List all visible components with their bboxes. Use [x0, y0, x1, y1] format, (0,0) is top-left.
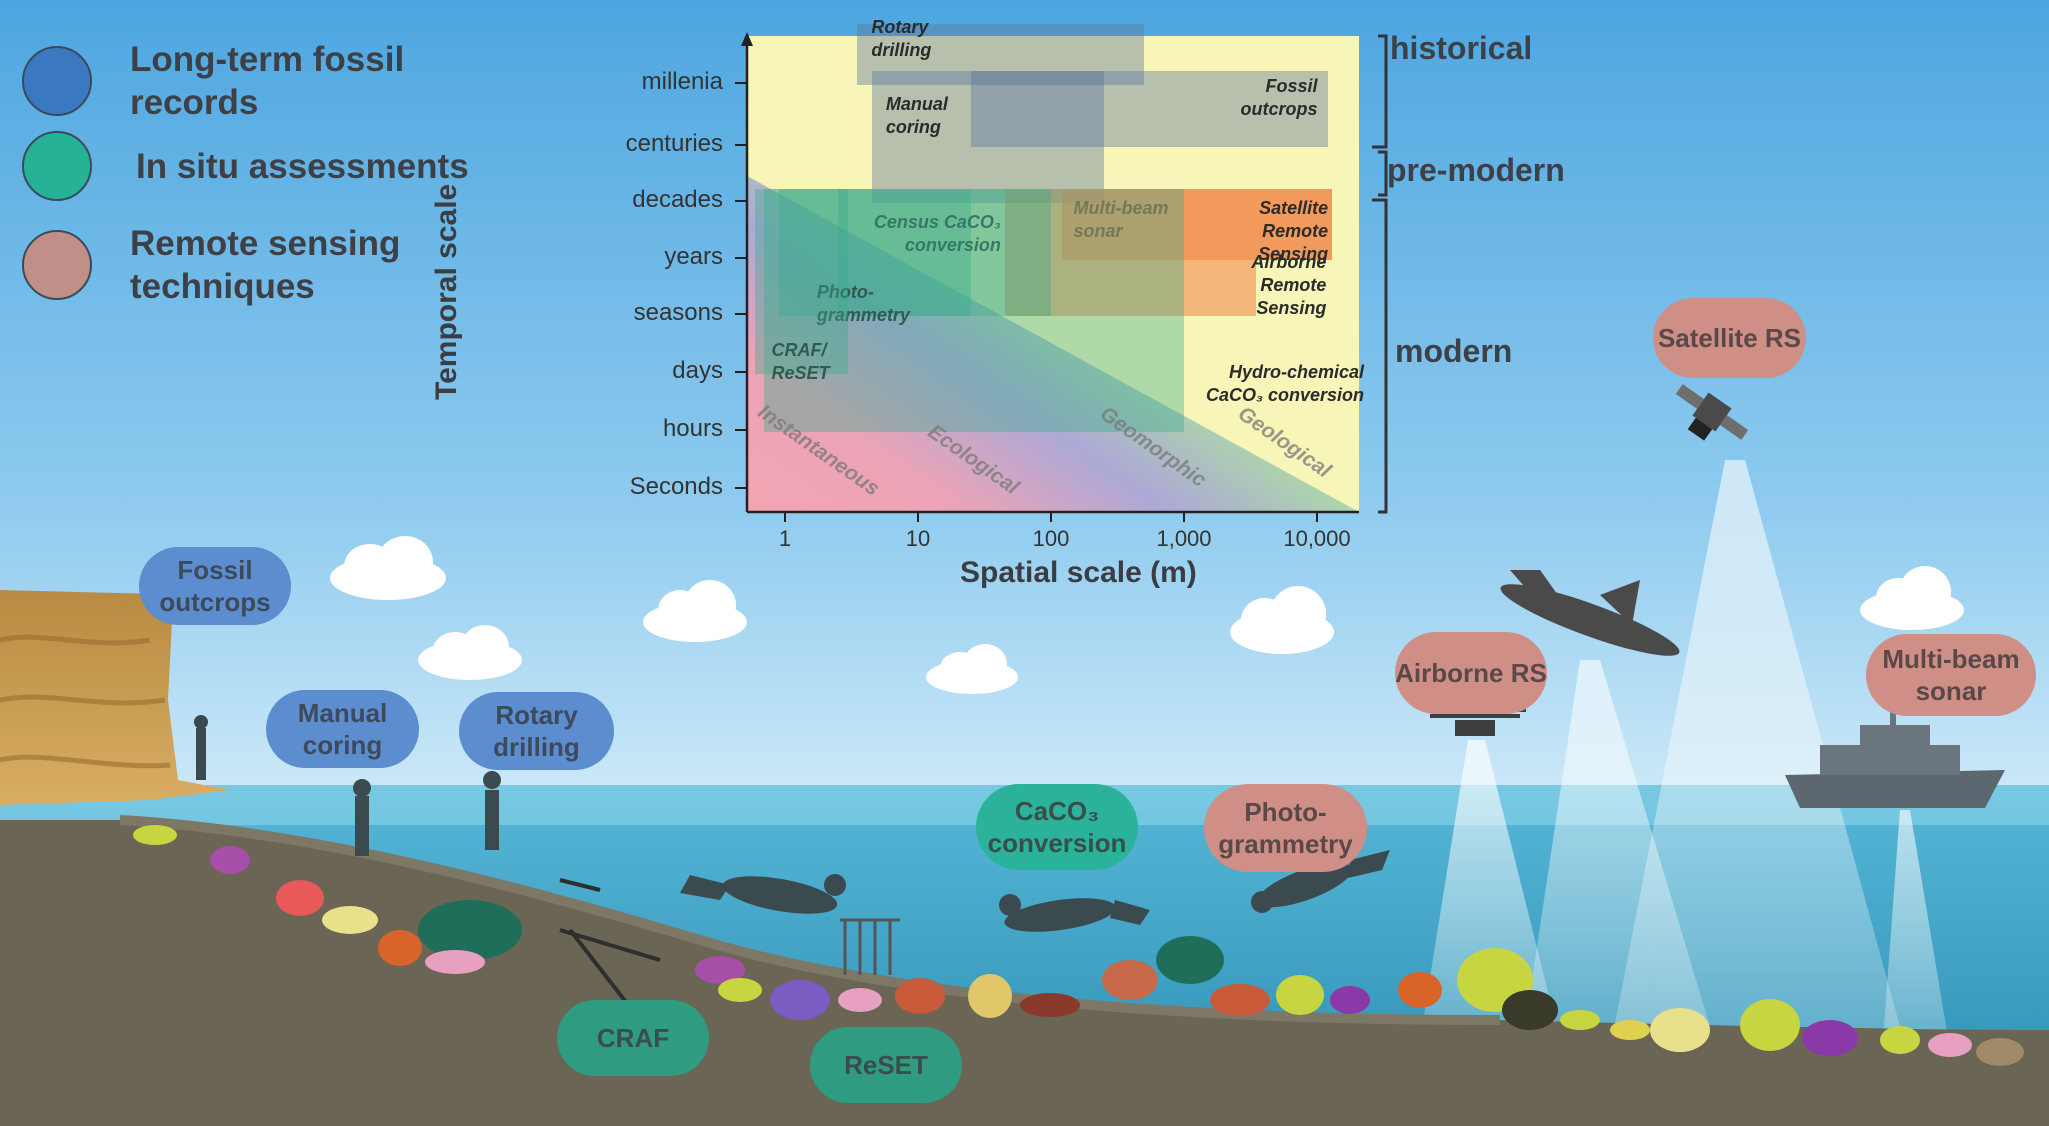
- method-range-box: [1004, 189, 1257, 316]
- era-modern: modern: [1395, 333, 1513, 369]
- method-range-label: Photo-grammetry: [816, 282, 910, 325]
- method-range-box: [755, 189, 849, 374]
- reset-frame-icon: [840, 918, 900, 975]
- divers: [194, 715, 1390, 932]
- fossil-cliff: [0, 590, 230, 805]
- method-range-box: [871, 71, 1104, 203]
- cloud: [330, 536, 446, 600]
- diver: [1251, 850, 1390, 913]
- airplane-icon: [1500, 570, 1680, 656]
- method-range-box: [970, 71, 1328, 147]
- x-tick-label: 1: [778, 526, 792, 551]
- person: [194, 715, 208, 780]
- legend-remote: Remote sensing techniques: [22, 222, 450, 308]
- sonar-beam: [1880, 810, 1955, 1080]
- y-tick-label: Seconds: [629, 473, 723, 500]
- seafloor: [0, 820, 2049, 1126]
- method-range-label: Rotary drilling: [871, 17, 932, 60]
- cloud: [418, 625, 522, 680]
- method-range-label: Airborne Remote Sensing: [1251, 252, 1327, 318]
- person: [353, 779, 371, 856]
- x-tick-label: 10,000: [1283, 526, 1351, 551]
- method-range-box: [837, 189, 971, 316]
- cloud: [643, 580, 747, 642]
- method-range-box: [764, 189, 1184, 432]
- bubble-rotary-drilling: Rotary drilling: [459, 692, 614, 770]
- legend-remote-label: Remote sensing techniques: [130, 224, 401, 306]
- ship-icon: [1785, 695, 2005, 808]
- diver: [999, 894, 1150, 932]
- x-tick-label: 1,000: [1156, 526, 1212, 551]
- method-range-label: Census CaCO₃ conversion: [873, 212, 1001, 255]
- bubble-reset: ReSET: [810, 1027, 962, 1103]
- x-axis-title: Spatial scale (m): [960, 556, 1197, 589]
- x-tick-label: 100: [1032, 526, 1070, 551]
- y-axis-title: Temporal scale: [430, 183, 463, 400]
- diver: [680, 874, 846, 914]
- legend-remote-swatch: [22, 230, 92, 300]
- legend-insitu-swatch: [22, 131, 92, 201]
- bubble-caco3-conversion: CaCO₃ conversion: [976, 784, 1138, 870]
- cloud: [1230, 586, 1334, 654]
- bubble-manual-coring: Manual coring: [266, 690, 419, 768]
- legend-insitu-label: In situ assessments: [136, 146, 469, 186]
- y-tick-label: seasons: [633, 299, 723, 326]
- legend-fossil: Long-term fossil records: [22, 38, 450, 124]
- y-tick-label: days: [672, 357, 723, 384]
- x-tick-label: 10: [905, 526, 931, 551]
- method-range-label: CRAF/ ReSET: [771, 340, 830, 383]
- bubble-craf: CRAF: [557, 1000, 709, 1076]
- satellite-beam: [1600, 460, 1920, 1100]
- bubble-photogrammetry: Photo-grammetry: [1204, 784, 1367, 872]
- era-historical: historical: [1390, 30, 1533, 66]
- method-range-label: Fossil outcrops: [1240, 76, 1318, 119]
- method-range-label: Hydro-chemical CaCO₃ conversion: [1205, 362, 1364, 405]
- bubble-fossil-outcrops: Fossil outcrops: [139, 547, 291, 625]
- bubble-airborne-rs: Airborne RS: [1395, 632, 1547, 714]
- cloud: [926, 644, 1018, 694]
- y-tick-label: years: [664, 243, 723, 270]
- bubble-multibeam-sonar: Multi-beam sonar: [1866, 634, 2036, 716]
- clouds: [330, 536, 1964, 694]
- person: [483, 771, 501, 850]
- method-range-label: Manual coring: [885, 94, 948, 137]
- satellite-icon: [1675, 384, 1749, 441]
- legend-fossil-swatch: [22, 46, 92, 116]
- legend-fossil-label: Long-term fossil records: [130, 40, 405, 122]
- legend-insitu: In situ assessments: [22, 131, 516, 201]
- cloud: [1860, 566, 1964, 630]
- method-range-box: [778, 189, 1051, 316]
- method-range-box: [1256, 189, 1333, 260]
- method-range-label: Satellite Remote Sensing: [1258, 198, 1329, 264]
- era-premodern: pre-modern: [1387, 152, 1565, 188]
- corals: [133, 825, 2024, 1066]
- era-brackets: [1372, 34, 1388, 514]
- bubble-satellite-rs: Satellite RS: [1653, 298, 1806, 378]
- method-range-box: [857, 24, 1144, 85]
- y-tick-label: decades: [632, 186, 723, 213]
- y-tick-label: millenia: [641, 68, 723, 95]
- y-tick-label: hours: [662, 415, 723, 442]
- y-tick-label: centuries: [625, 130, 723, 157]
